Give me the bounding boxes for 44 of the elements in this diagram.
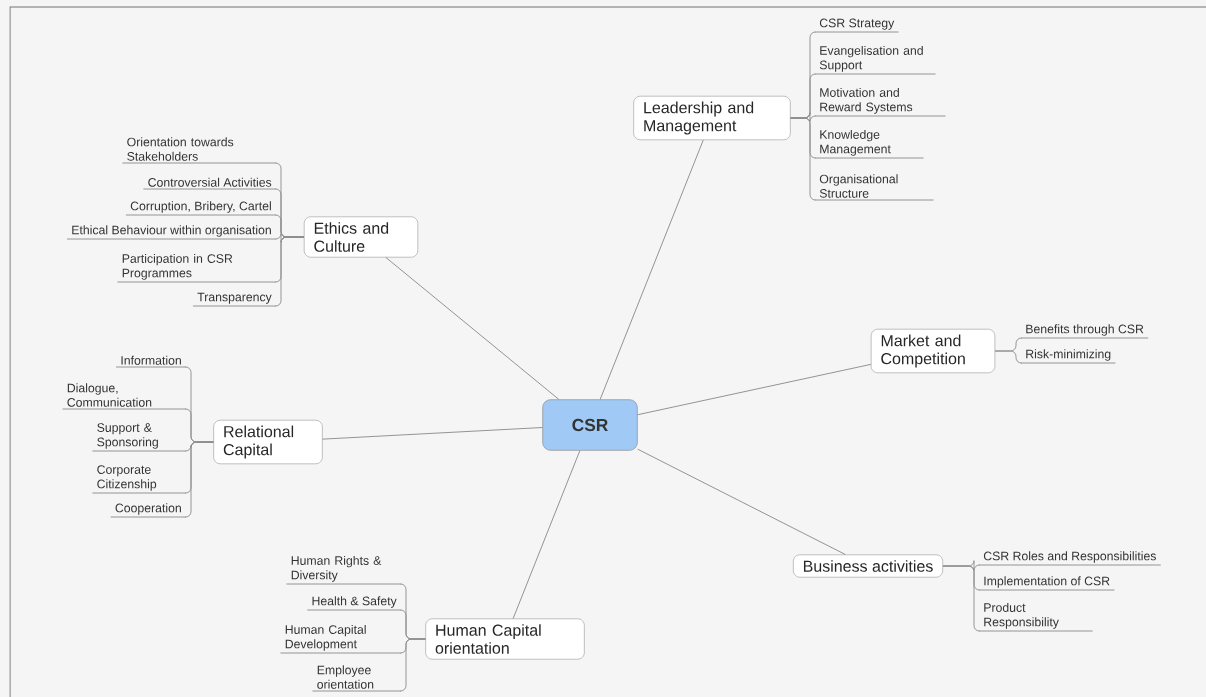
- central-topic-box: CSR: [542, 399, 638, 451]
- connector-line: [322, 427, 543, 440]
- subtopic-label: Dialogue, Communication: [62, 383, 187, 410]
- subtopic-label: Information: [115, 355, 187, 368]
- topic-box: Business activities: [793, 554, 943, 578]
- topic-box: Ethics and Culture: [303, 216, 419, 258]
- subtopic-label: Participation in CSR Programmes: [117, 253, 277, 283]
- subtopic-label: Orientation towards Stakeholders: [121, 137, 277, 164]
- connector-line: [637, 363, 872, 416]
- subtopic-label: Organisational Structure: [814, 174, 934, 201]
- connector-line: [400, 638, 426, 692]
- subtopic-label: Health & Safety: [306, 596, 402, 611]
- subtopic-label: Benefits through CSR: [1020, 324, 1149, 339]
- connector-line: [790, 117, 816, 201]
- subtopic-label: Implementation of CSR: [978, 576, 1115, 591]
- subtopic-label: Ethical Behaviour within organisation: [66, 225, 277, 240]
- connector-line: [637, 448, 846, 555]
- subtopic-label: CSR Strategy: [814, 18, 899, 33]
- subtopic-label: Corporate Citizenship: [91, 465, 187, 494]
- subtopic-label: Human Rights & Diversity: [286, 555, 402, 585]
- connector-line: [512, 450, 581, 619]
- subtopic-label: Transparency: [192, 292, 277, 307]
- subtopic-label: Controversial Activities: [142, 177, 277, 190]
- topic-box: Human Capital orientation: [425, 618, 585, 660]
- subtopic-label: Product Responsibility: [978, 602, 1094, 632]
- topic-box: Relational Capital: [213, 419, 323, 465]
- subtopic-label: Human Capital Development: [280, 624, 402, 654]
- connector-line: [385, 257, 560, 400]
- subtopic-label: Evangelisation and Support: [814, 45, 936, 75]
- connector-line: [994, 350, 1022, 364]
- subtopic-label: CSR Roles and Responsibilities: [978, 551, 1162, 566]
- connector-line: [275, 236, 305, 307]
- topic-box: Leadership and Management: [633, 95, 791, 141]
- connector-line: [185, 441, 214, 518]
- subtopic-label: Corruption, Bribery, Cartel: [125, 201, 277, 216]
- subtopic-label: Risk-minimizing: [1020, 349, 1116, 364]
- connector-line: [942, 565, 980, 632]
- connector-line: [599, 139, 704, 400]
- subtopic-label: Employee orientation: [312, 665, 402, 692]
- subtopic-label: Support & Sponsoring: [91, 423, 187, 452]
- topic-box: Market and Competition: [870, 328, 996, 374]
- subtopic-label: Cooperation: [110, 503, 187, 518]
- subtopic-label: Motivation and Reward Systems: [814, 87, 946, 117]
- subtopic-label: Knowledge Management: [814, 129, 924, 159]
